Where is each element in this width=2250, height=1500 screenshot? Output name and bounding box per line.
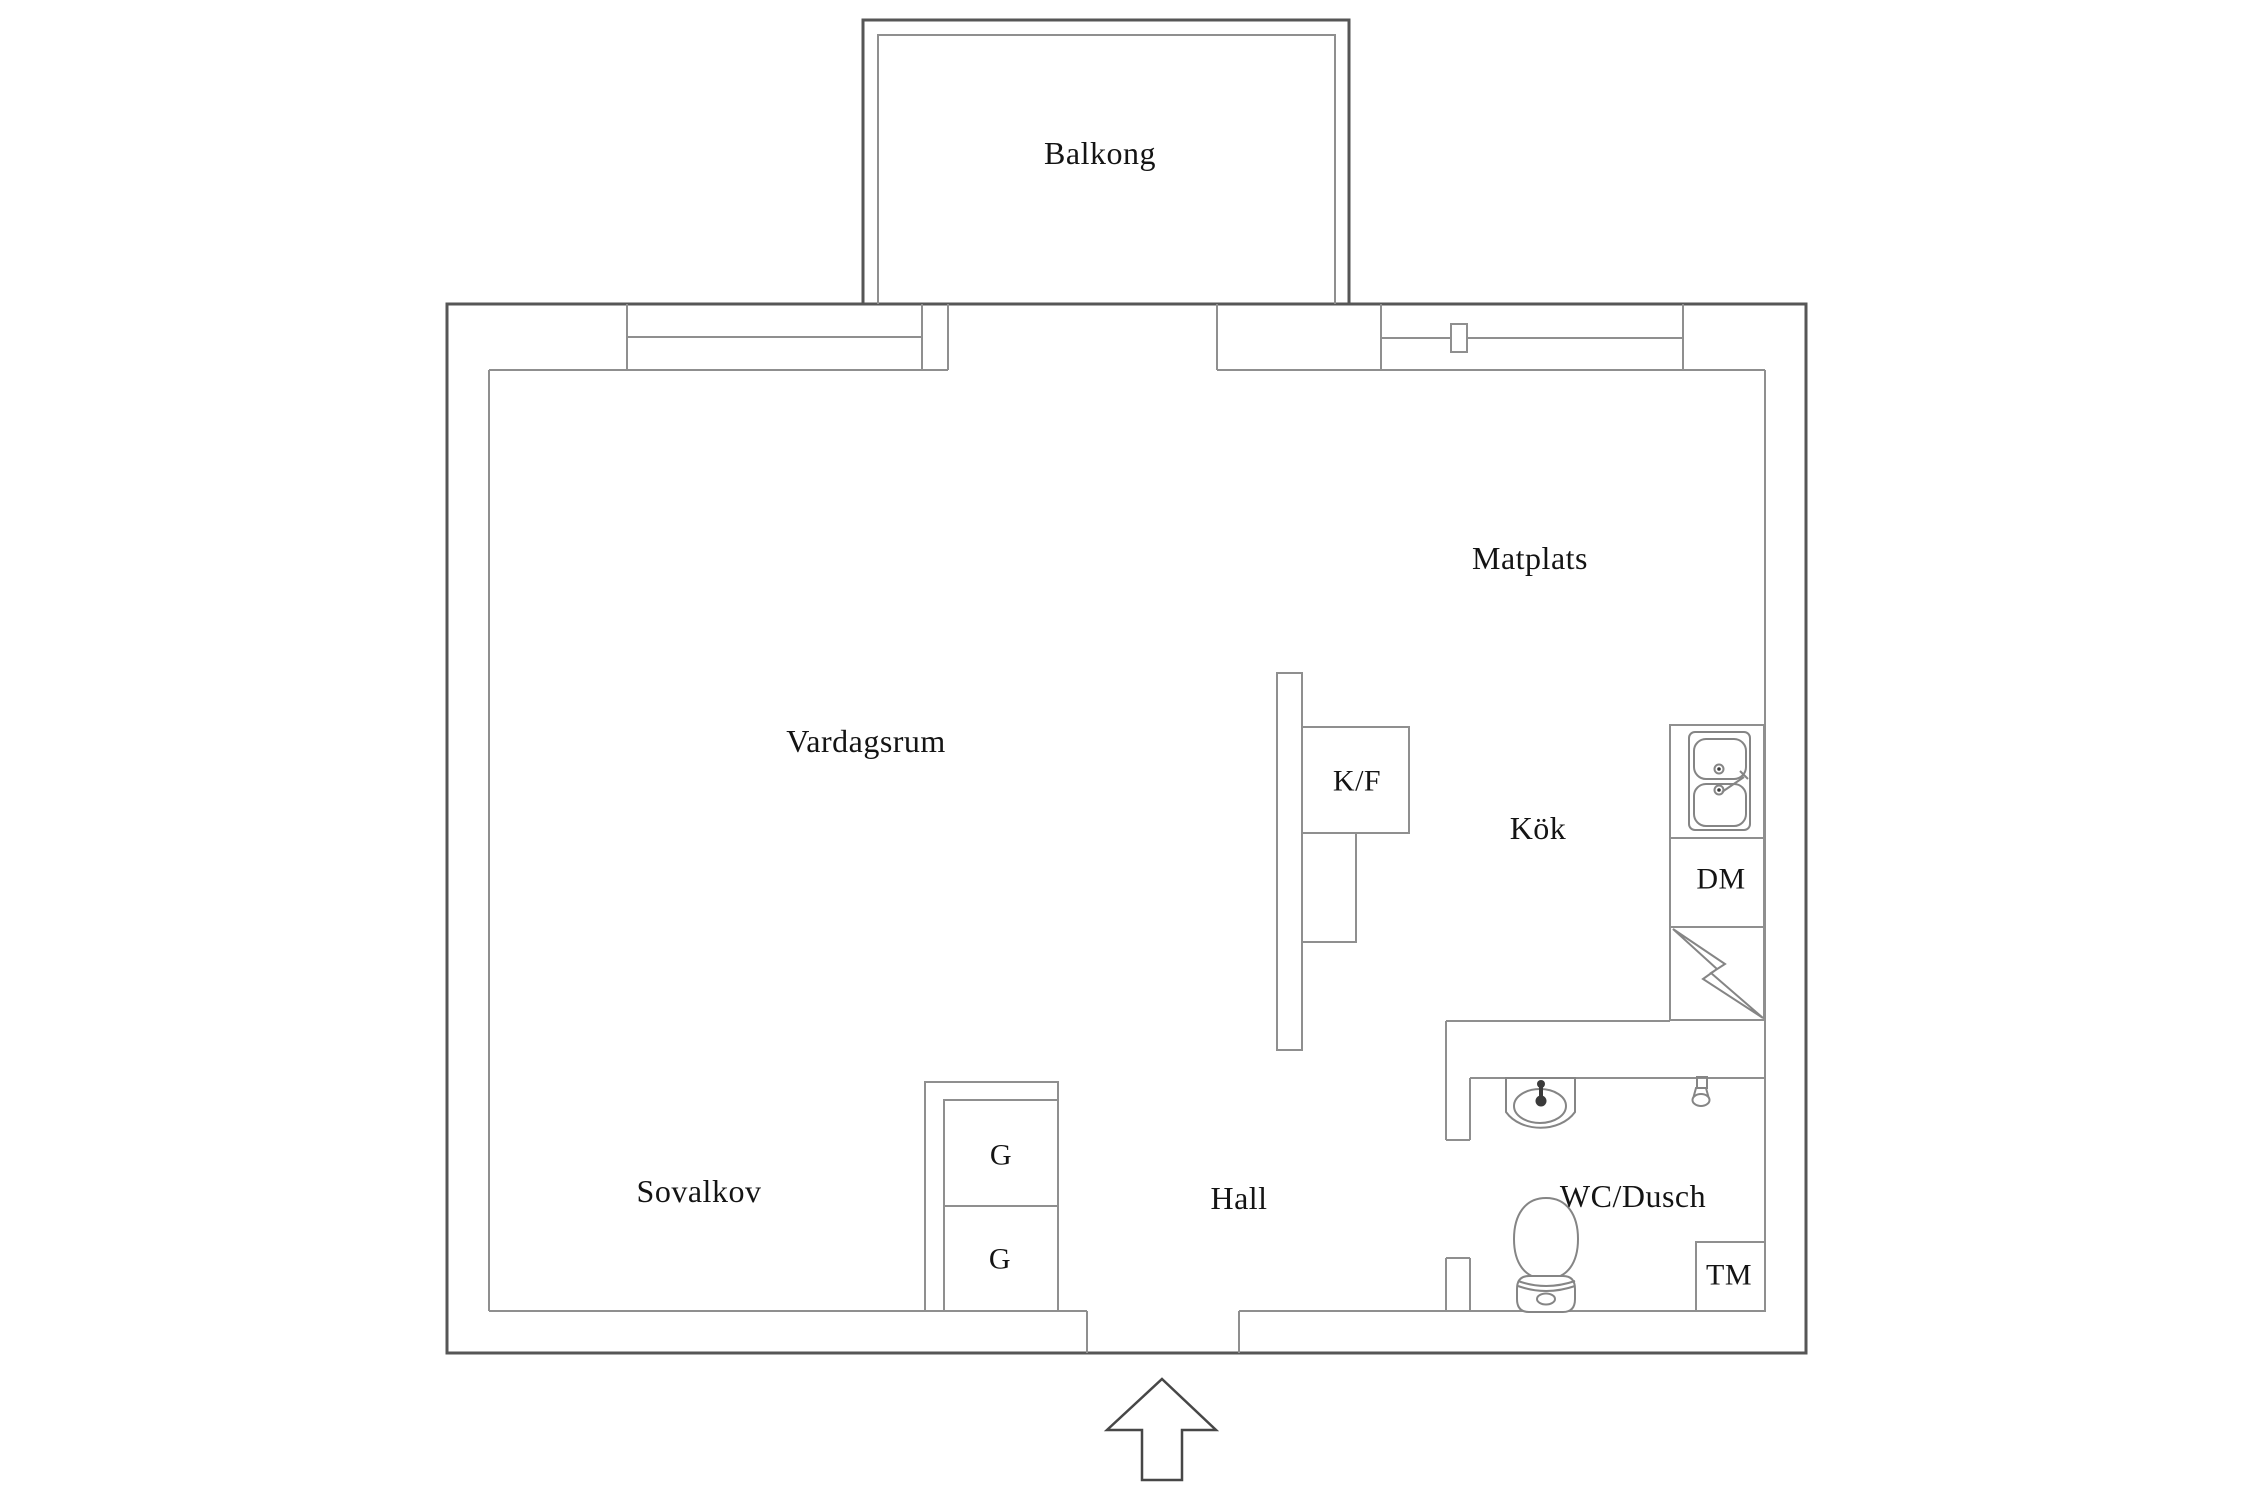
kitchen-sink-icon	[1688, 731, 1751, 831]
toilet-icon	[1512, 1196, 1580, 1313]
exterior-wall-outline	[445, 302, 1808, 1355]
window-pane-icon	[1450, 323, 1468, 353]
wardrobe-unit	[924, 1081, 1059, 1311]
fixture-label-washing-machine: TM	[1706, 1258, 1752, 1292]
entry-opening	[1086, 1311, 1240, 1353]
room-label-balcony: Balkong	[1044, 135, 1156, 172]
fixture-label-wardrobe-2: G	[988, 1242, 1012, 1276]
room-label-living: Vardagsrum	[786, 723, 946, 760]
kitchen-counter-column	[1669, 724, 1765, 1021]
partition-wall	[1276, 672, 1303, 1051]
room-label-bathroom: WC/Dusch	[1559, 1178, 1707, 1215]
zigzag-appliance-icon	[1672, 928, 1764, 1019]
interior-wall-lines	[488, 369, 1766, 1312]
room-label-kitchen: Kök	[1509, 810, 1567, 847]
room-label-sleeping-alcove: Sovalkov	[636, 1173, 762, 1210]
kitchen-counter	[1301, 832, 1357, 943]
bathroom-sink-icon	[1505, 1077, 1576, 1129]
balcony-walls	[861, 18, 1351, 304]
fixture-label-wardrobe-1: G	[989, 1138, 1013, 1172]
window-top-left	[626, 304, 949, 370]
fixture-label-dishwasher: DM	[1696, 862, 1746, 896]
fixture-label-fridge-freezer: K/F	[1332, 764, 1382, 798]
room-label-hall: Hall	[1210, 1180, 1268, 1217]
shower-icon	[1691, 1076, 1711, 1107]
entry-arrow-icon	[1103, 1377, 1220, 1482]
window-kitchen	[1216, 304, 1684, 370]
room-label-dining: Matplats	[1472, 540, 1588, 577]
washing-machine-box	[1695, 1241, 1766, 1312]
